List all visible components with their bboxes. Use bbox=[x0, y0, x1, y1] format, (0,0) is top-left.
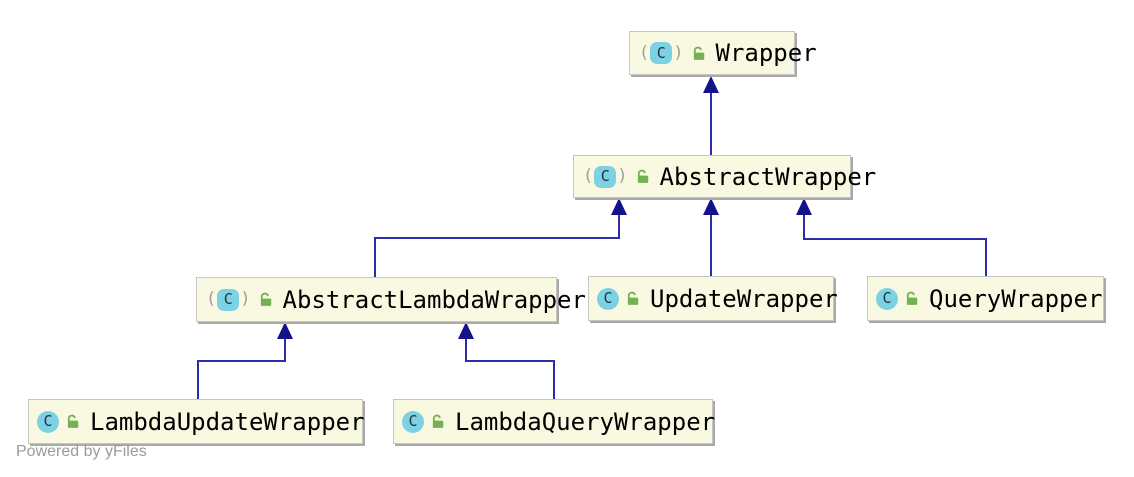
edge-lambdaquerywrapper-to-abstractlambdawrapper[interactable] bbox=[458, 322, 555, 399]
class-icon: (C) bbox=[37, 410, 59, 433]
edge-updatewrapper-to-abstractwrapper[interactable] bbox=[703, 198, 719, 276]
class-name-label: UpdateWrapper bbox=[650, 284, 838, 313]
unlocked-icon bbox=[67, 414, 79, 428]
class-node-lambda-query-wrapper[interactable]: (C) LambdaQueryWrapper bbox=[393, 399, 716, 444]
class-icon: (C) bbox=[402, 410, 424, 433]
class-name-label: Wrapper bbox=[715, 39, 817, 67]
abstract-class-icon: (C) bbox=[583, 165, 628, 188]
class-node-update-wrapper[interactable]: (C) UpdateWrapper bbox=[588, 276, 838, 321]
class-icon: (C) bbox=[876, 287, 898, 310]
class-node-abstract-lambda-wrapper[interactable]: (C) AbstractLambdaWrapper bbox=[196, 277, 586, 322]
unlocked-icon bbox=[260, 292, 271, 306]
class-name-label: AbstractWrapper bbox=[659, 162, 877, 191]
class-node-abstract-wrapper[interactable]: (C) AbstractWrapper bbox=[573, 155, 876, 198]
class-name-label: AbstractLambdaWrapper bbox=[282, 285, 586, 314]
edge-querywrapper-to-abstractwrapper[interactable] bbox=[796, 198, 987, 276]
class-node-lambda-update-wrapper[interactable]: (C) LambdaUpdateWrapper bbox=[28, 399, 365, 444]
abstract-class-icon: (C) bbox=[206, 288, 251, 311]
edge-abstractwrapper-to-wrapper[interactable] bbox=[703, 76, 719, 155]
class-node-query-wrapper[interactable]: (C) QueryWrapper bbox=[867, 276, 1104, 321]
edge-abstractlambdawrapper-to-abstractwrapper[interactable] bbox=[374, 198, 627, 277]
yfiles-watermark: Powered by yFiles bbox=[16, 443, 147, 460]
abstract-class-icon: (C) bbox=[639, 42, 684, 64]
unlocked-icon bbox=[432, 414, 444, 428]
unlocked-icon bbox=[627, 291, 639, 305]
class-name-label: LambdaQueryWrapper bbox=[455, 407, 716, 436]
unlocked-icon bbox=[906, 291, 918, 305]
edge-lambdaupdatewrapper-to-abstractlambdawrapper[interactable] bbox=[197, 322, 293, 399]
class-icon: (C) bbox=[597, 287, 619, 310]
unlocked-icon bbox=[693, 46, 704, 60]
unlocked-icon bbox=[637, 169, 648, 183]
class-name-label: QueryWrapper bbox=[929, 284, 1103, 313]
class-node-wrapper[interactable]: (C) Wrapper bbox=[629, 31, 817, 75]
class-name-label: LambdaUpdateWrapper bbox=[90, 407, 365, 436]
